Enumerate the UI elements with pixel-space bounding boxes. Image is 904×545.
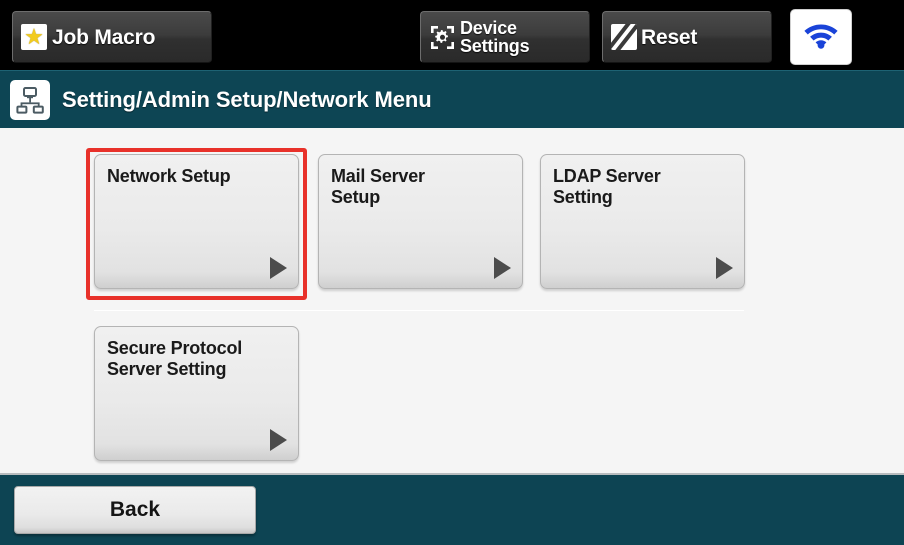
device-settings-label-line2: Settings — [460, 36, 530, 56]
back-button[interactable]: Back — [14, 486, 256, 534]
play-arrow-icon — [494, 257, 511, 279]
device-settings-icon — [429, 24, 456, 51]
menu-tile-label: Network Setup — [107, 166, 231, 186]
device-settings-label-line1: Device — [460, 17, 517, 38]
menu-tile-mail-server-setup[interactable]: Mail Server Setup — [318, 154, 523, 289]
breadcrumb-title-bar: Setting/Admin Setup/Network Menu — [0, 70, 904, 128]
network-icon — [10, 79, 50, 120]
breadcrumb: Setting/Admin Setup/Network Menu — [62, 86, 432, 112]
wifi-status-button[interactable] — [790, 9, 852, 65]
job-macro-label: Job Macro — [52, 25, 156, 49]
reset-button[interactable]: Reset — [602, 11, 772, 63]
play-arrow-icon — [270, 429, 287, 451]
menu-tile-label: Mail Server Setup — [331, 166, 425, 208]
menu-content-area: Network Setup Mail Server Setup LDAP Ser… — [0, 128, 904, 473]
menu-tile-label: Secure Protocol Server Setting — [107, 338, 243, 380]
eraser-icon — [611, 24, 637, 50]
play-arrow-icon — [270, 257, 287, 279]
star-icon: ★ — [21, 24, 47, 50]
menu-tile-network-setup[interactable]: Network Setup — [94, 154, 299, 289]
menu-tile-label: LDAP Server Setting — [553, 166, 661, 208]
menu-tile-ldap-server-setting[interactable]: LDAP Server Setting — [540, 154, 745, 289]
menu-tile-secure-protocol-server-setting[interactable]: Secure Protocol Server Setting — [94, 326, 299, 461]
play-arrow-icon — [716, 257, 733, 279]
reset-label: Reset — [641, 25, 698, 49]
footer-bar: Back — [0, 473, 904, 545]
wifi-icon — [801, 18, 841, 57]
section-divider — [94, 310, 744, 311]
job-macro-button[interactable]: ★ Job Macro — [12, 11, 212, 63]
